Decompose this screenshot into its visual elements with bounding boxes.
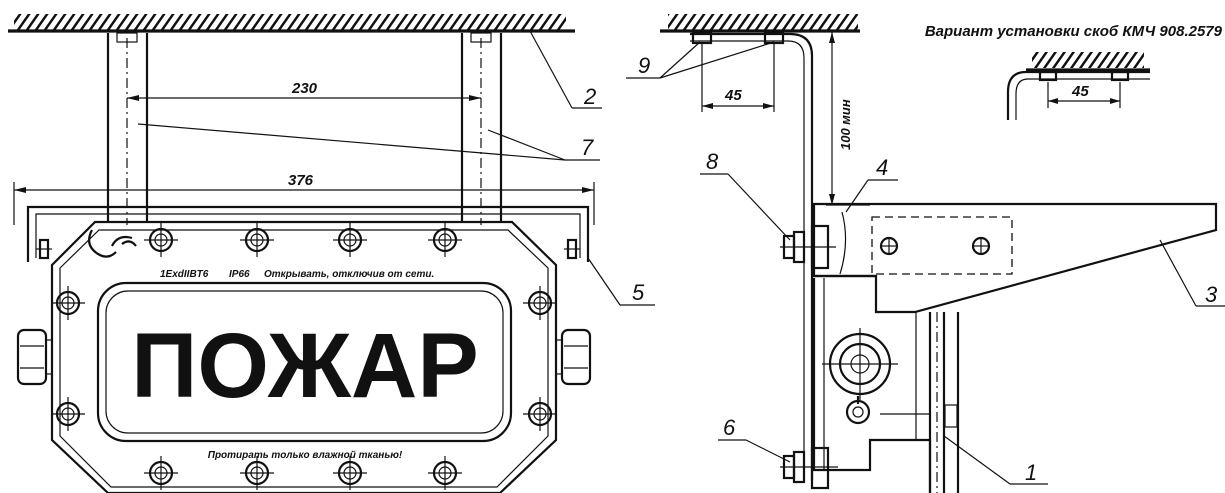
svg-text:100 мин: 100 мин: [838, 99, 853, 150]
marking-warning: Открывать, отключив от сети.: [264, 269, 434, 280]
dimension-230-text: 230: [291, 80, 318, 97]
gland-side: [822, 328, 898, 400]
dimension-230: 230: [127, 80, 481, 101]
enclosure: 1ExdIIBT6 IP66 Открывать, отключив от се…: [16, 220, 592, 493]
bracket-right: [460, 32, 503, 225]
callout-6: 6: [718, 415, 791, 463]
plate-bolt-left: [36, 238, 52, 260]
bracket-left: [106, 32, 149, 225]
callout-7: 7: [137, 123, 600, 161]
svg-text:5: 5: [632, 280, 645, 305]
gland-left: [16, 328, 53, 386]
side-view: 45 100 мин: [626, 14, 1225, 493]
bottom-note: Протирать только влажной тканью!: [208, 450, 403, 461]
front-view: 230 376: [8, 14, 655, 493]
callout-1: 1: [943, 435, 1048, 485]
housing-side: [812, 202, 1218, 493]
svg-text:45: 45: [724, 87, 742, 104]
svg-text:9: 9: [638, 53, 650, 78]
svg-text:2: 2: [583, 84, 596, 109]
variant-inset: Вариант установки скоб КМЧ 908.2579 45: [925, 23, 1223, 120]
bolt-6: [780, 446, 838, 490]
dimension-45-side: 45: [701, 44, 775, 112]
callout-5: 5: [587, 257, 655, 306]
ceiling-hatch-side: [660, 14, 860, 33]
dimension-100: 100 мин: [826, 32, 870, 206]
dimension-376: 376: [13, 172, 595, 225]
callout-2: 2: [529, 30, 602, 109]
callout-9: 9: [626, 41, 775, 79]
marking-ip: IP66: [229, 269, 250, 280]
svg-text:1: 1: [1025, 460, 1037, 485]
gland-right: [555, 328, 592, 386]
callout-8: 8: [700, 149, 791, 241]
callout-3: 3: [1159, 239, 1225, 307]
earth-terminal: [87, 229, 133, 258]
ceiling-hatch-front: [8, 14, 575, 33]
variant-caption: Вариант установки скоб КМЧ 908.2579: [925, 23, 1223, 40]
dimension-376-text: 376: [288, 172, 314, 189]
earth-screw-side: [845, 396, 871, 425]
mounting-plate: [26, 205, 590, 262]
svg-text:8: 8: [706, 149, 719, 174]
variant-dimension: 45: [1071, 83, 1089, 100]
svg-text:6: 6: [723, 415, 736, 440]
bolt-8: [780, 224, 836, 270]
l-bracket-side: [690, 32, 814, 480]
svg-text:3: 3: [1205, 282, 1218, 307]
marking-ex: 1ExdIIBT6: [160, 269, 209, 280]
svg-text:4: 4: [876, 155, 888, 180]
callout-4: 4: [845, 155, 898, 213]
display-window: [96, 281, 513, 443]
svg-text:7: 7: [581, 135, 594, 160]
plate-bolt-right: [564, 238, 580, 260]
sign-text: ПОЖАР: [131, 315, 478, 417]
